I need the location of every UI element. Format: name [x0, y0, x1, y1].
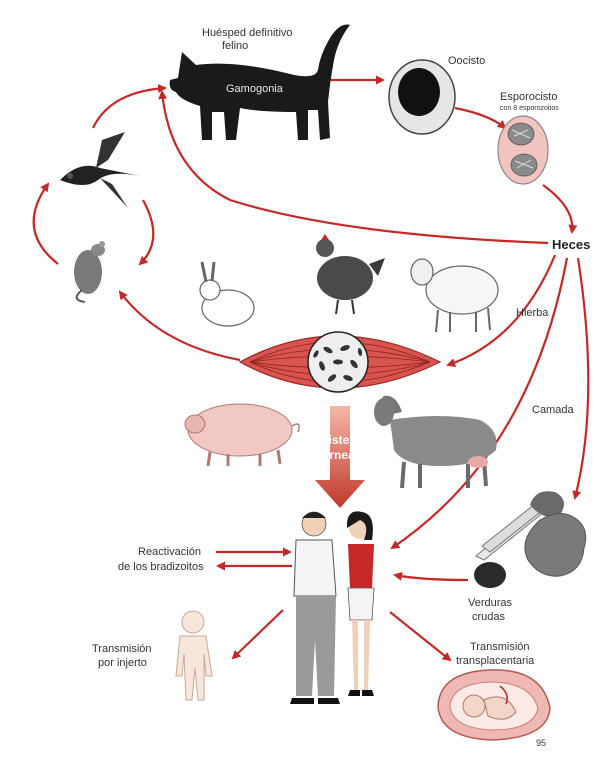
grass-label: Hierba — [516, 307, 549, 319]
vegetables-label-line1: Verduras — [468, 597, 513, 609]
oocyst-icon — [389, 60, 455, 134]
graft-label-line2: por injerto — [98, 657, 147, 669]
fetus-icon — [438, 670, 550, 740]
arrow-oocyst-to-sporocyst — [455, 108, 505, 128]
transplacental-label-line1: Transmisión — [470, 641, 530, 653]
reactivation-label-line2: de los bradizoitos — [118, 561, 204, 573]
arrow-feces-to-vegetables — [575, 258, 588, 498]
sporocyst-icon — [498, 116, 548, 184]
pig-icon — [185, 404, 299, 466]
woman-icon — [347, 511, 374, 696]
sporocyst-label: Esporocisto — [500, 91, 557, 103]
rabbit-icon — [200, 262, 254, 326]
feces-label: Heces — [552, 237, 590, 252]
chicken-icon — [316, 234, 385, 314]
meat-cysts-label-line2: carnea — [316, 448, 355, 462]
arrow-human-to-fetus — [390, 612, 450, 660]
arrow-sporocyst-to-feces — [543, 185, 572, 232]
page-number: 95 — [536, 738, 546, 748]
cow-icon — [374, 396, 497, 488]
rat-icon — [74, 241, 105, 302]
arrow-feces-to-cat — [162, 92, 548, 243]
reactivation-label-line1: Reactivación — [138, 546, 201, 558]
vegetables-label-line2: crudas — [472, 611, 506, 623]
arrow-bird-to-rat — [140, 200, 153, 264]
bird-icon — [60, 132, 140, 208]
arrow-rat-to-bird — [34, 184, 58, 264]
definitive-host-label-line2: felino — [222, 40, 248, 52]
muscle-cyst-icon — [240, 332, 440, 392]
human-outline-icon — [176, 611, 212, 700]
meat-cysts-label-line1: Quistes — [312, 433, 356, 447]
cat-icon: Gamogonia — [170, 25, 350, 140]
transplacental-label-line2: transplacentaria — [456, 655, 535, 667]
definitive-host-label-line1: Huésped definitivo — [202, 27, 293, 39]
arrow-bird-to-cat — [93, 88, 165, 128]
sporocyst-sublabel: con 8 esporozoitos — [500, 105, 559, 112]
vegetables-icon — [474, 491, 586, 588]
arrow-vegetables-to-human — [395, 575, 468, 580]
sheep-icon — [411, 259, 498, 332]
arrow-human-to-graft — [233, 610, 283, 658]
man-icon — [290, 512, 340, 704]
gamogony-label: Gamogonia — [226, 83, 284, 95]
graft-label-line1: Transmisión — [92, 643, 152, 655]
oocyst-label: Oocisto — [448, 55, 485, 67]
litter-label: Camada — [532, 404, 574, 416]
